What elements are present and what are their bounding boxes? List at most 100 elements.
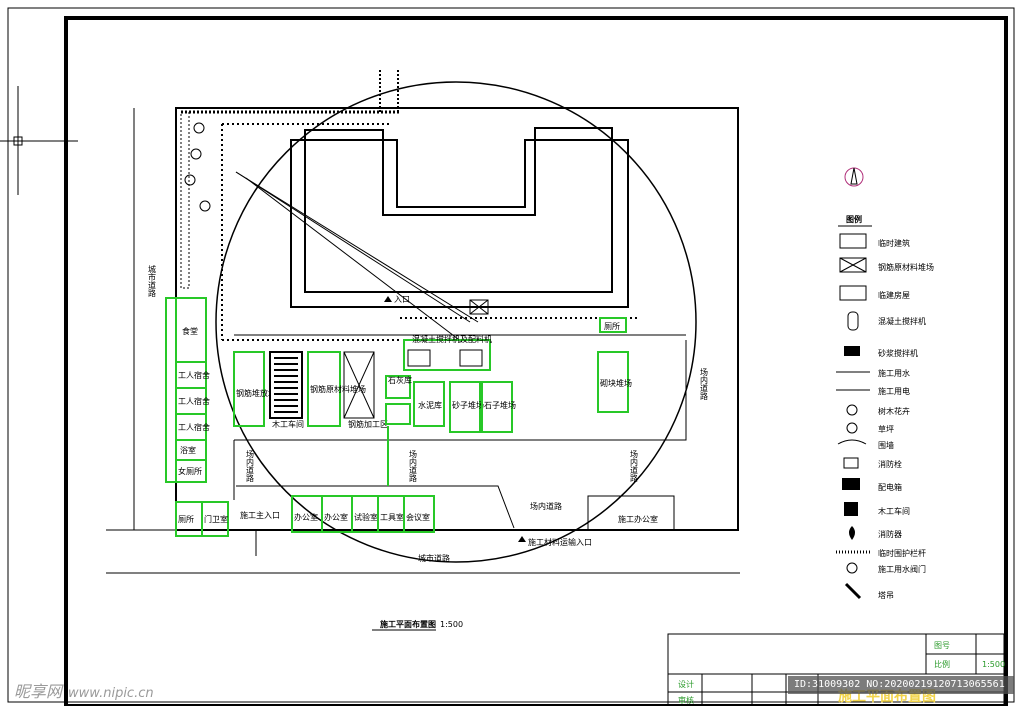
shed-cement: [413, 381, 445, 427]
label-tool-room: 工具室: [380, 512, 404, 522]
crane-arm-2: [235, 171, 479, 323]
north-arrow-icon: [844, 167, 864, 187]
legend-label-12: 木工车间: [878, 506, 910, 516]
legend-label-10: 消防栓: [878, 459, 902, 469]
legend-label-6: 施工用电: [878, 386, 910, 396]
legend-label-9: 围墙: [878, 440, 894, 450]
inner-frame: [64, 16, 1008, 706]
legend-cross-box-icon: [839, 257, 867, 273]
legend-label-14: 临时围护栏杆: [878, 548, 926, 558]
label-rebar-yard: 钢筋堆放场地: [236, 388, 284, 398]
site-fence: [180, 111, 190, 289]
label-timber: 木工车间: [272, 419, 304, 429]
label-toilet-east: 厕所: [604, 321, 620, 331]
site-office: [587, 495, 675, 531]
tree-icons: [184, 122, 211, 212]
legend-valve-icon: [846, 562, 858, 574]
crane-arm-3: [245, 177, 463, 343]
label-dorm-1: 工人宿舍: [178, 370, 210, 380]
inner-road: [233, 340, 687, 529]
shed-lime-2: [385, 403, 411, 425]
crane-arm-1: [235, 171, 471, 323]
label-gate-room: 门卫室: [204, 514, 228, 524]
legend-tree2-icon: [846, 422, 858, 434]
legend-title: 图例: [846, 214, 862, 224]
mixer-box-2: [459, 349, 483, 367]
label-road-v3: 场内道路: [630, 450, 639, 482]
legend-capsule-icon: [847, 311, 859, 331]
yard-rebar: [233, 351, 265, 427]
title-block-design: 设计: [678, 679, 694, 689]
label-cement: 水泥库: [418, 400, 442, 410]
label-road-west: 城市道路: [148, 265, 157, 297]
watermark: 昵享网 www.nipic.cn: [14, 678, 154, 702]
legend-tree-icon: [846, 404, 858, 416]
timber-hatch: [274, 357, 298, 413]
rebar-shop-x2: [343, 351, 375, 419]
main-building-outline: [290, 139, 629, 308]
legend-leaf-icon: [849, 526, 855, 540]
label-meeting: 会议室: [406, 512, 430, 522]
crane-base-x2: [469, 299, 489, 315]
legend-label-1: 钢筋原材料堆场: [878, 262, 934, 272]
label-material-entrance: 施工材料运输入口: [528, 537, 592, 547]
meeting-room: [403, 495, 435, 533]
crane-radius-circle: [215, 81, 697, 563]
legend-tool-icon: [844, 582, 862, 600]
watermark-url: www.nipic.cn: [68, 686, 154, 701]
label-site-office: 施工办公室: [618, 514, 658, 524]
title-block-row2-label: 比例: [934, 659, 950, 669]
legend-label-4: 砂浆搅拌机: [878, 348, 918, 358]
yard-sand: [449, 381, 481, 433]
outer-frame: [7, 7, 1015, 703]
label-road-south: 城市道路: [418, 553, 450, 563]
material-entrance-arrow-icon: [518, 536, 526, 542]
shed-timber: [269, 351, 303, 419]
title-block-row1-label: 图号: [934, 641, 950, 650]
label-toilet: 厕所: [178, 514, 194, 524]
yard-blocks: [597, 351, 629, 413]
legend-label-0: 临时建筑: [878, 238, 910, 248]
legend-cross-2: [839, 257, 867, 273]
title-block: [667, 633, 1005, 706]
label-rebar-storage: 钢筋原材料堆场: [310, 384, 366, 394]
rebar-shop-box: [343, 351, 375, 419]
label-office-1: 办公室: [294, 512, 318, 522]
label-road-v1: 场内道路: [246, 450, 255, 482]
label-rebar-shop: 钢筋加工区: [348, 419, 388, 429]
label-blocks: 砌块堆场: [600, 378, 632, 388]
label-lime: 石灰库: [388, 375, 412, 385]
toilet-east: [599, 317, 627, 333]
legend-dark-box-icon: [842, 478, 860, 490]
crane-base-icon: [469, 299, 489, 315]
label-dorm-3: 工人宿舍: [178, 422, 210, 432]
legend-label-16: 塔吊: [878, 590, 894, 600]
legend-label-8: 草坪: [878, 424, 894, 434]
legend-label-11: 配电箱: [878, 482, 902, 492]
crane-entrance-arrow-icon: [384, 296, 392, 302]
main-building-inner: [304, 127, 613, 293]
mixer-station: [403, 339, 491, 371]
plan-title: 施工平面布置图: [380, 619, 436, 629]
label-canteen: 食堂: [182, 326, 198, 336]
title-block-check: 审核: [678, 695, 694, 705]
legend-solid-box-icon: [844, 502, 858, 516]
label-test-room: 试验室: [354, 512, 378, 522]
green-border-west: [165, 297, 177, 483]
label-main-gate: 施工主入口: [240, 510, 280, 520]
label-womens: 女厕所: [178, 466, 202, 476]
label-mixer: 混凝土搅拌机及配料机: [412, 334, 492, 344]
yard-stone: [481, 381, 513, 433]
legend-label-15: 施工用水阀门: [878, 564, 926, 574]
yard-rebar-storage: [307, 351, 341, 427]
cad-cursor-icon: [0, 86, 78, 195]
shed-lime: [385, 375, 411, 399]
label-road-east: 场内道路: [700, 368, 709, 400]
watermark-site: 昵享网: [14, 682, 63, 701]
legend-label-7: 树木花卉: [878, 406, 910, 416]
legend-mixer-icon: [844, 346, 860, 356]
label-sand: 砂子堆场: [452, 400, 484, 410]
label-crane-entrance: 入口: [394, 295, 410, 304]
legend-label-5: 施工用水: [878, 368, 910, 378]
